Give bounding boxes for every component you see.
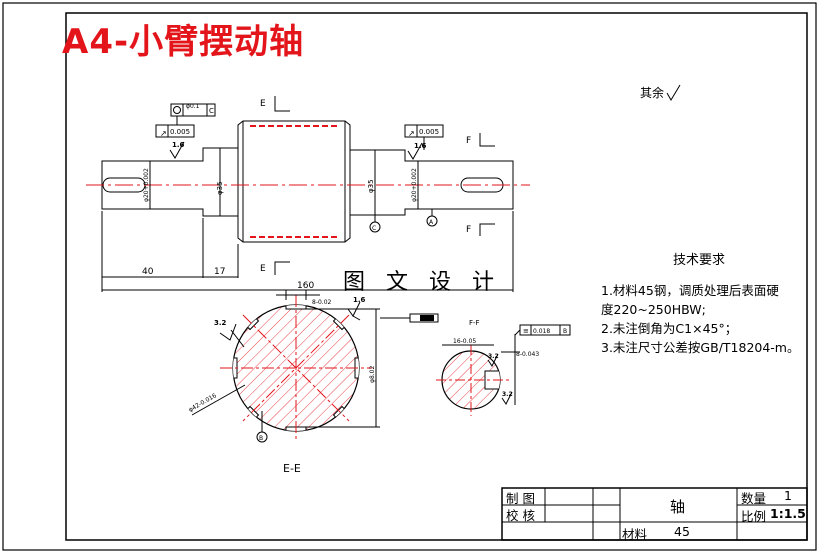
- section-mark: [274, 261, 290, 275]
- material-value: 45: [674, 524, 690, 539]
- title-block: [501, 487, 808, 541]
- ff-width-dim: 16-0.05: [453, 338, 476, 345]
- section-ff: F-F 16-0.05 8-0.043 0.018 B ≡ 3.2 3.2: [436, 319, 571, 416]
- roughness-ff2: 3.2: [502, 391, 513, 398]
- dim-17: 17: [214, 267, 225, 277]
- ee-key-dim: 8-0.02: [312, 299, 332, 306]
- dim-160: 160: [297, 281, 314, 291]
- ff-label: F-F: [469, 319, 480, 327]
- section-f-bottom: F: [466, 225, 471, 235]
- watermark: 图 文 设 计: [343, 270, 501, 295]
- main-view-texts: 40 17 160 φ0.1 C 0.005 0.005 ↗ ↗ 1.6 1.6…: [142, 99, 471, 291]
- drawn-by-label: 制 图: [506, 491, 535, 506]
- tech-requirements-heading: 技术要求: [673, 253, 726, 268]
- dia-mid: φ35: [367, 179, 375, 193]
- datum-a-circle: [426, 215, 438, 227]
- roughness-symbol: [219, 323, 237, 341]
- roughness-sec2: 1.6: [353, 296, 366, 304]
- ff-keyway: [484, 370, 500, 390]
- symmetry-value: 0.018: [533, 328, 550, 335]
- runout-left-value: 0.005: [170, 128, 190, 136]
- runout-right-symbol: ↗: [408, 129, 415, 138]
- position-frame: [170, 103, 216, 117]
- runout-right-value: 0.005: [419, 128, 439, 136]
- tech-requirement-2: 2.未注倒角为C1×45°；: [601, 321, 738, 336]
- dim-40: 40: [142, 267, 154, 277]
- roughness-symbol: [501, 391, 513, 405]
- section-mark: [274, 96, 290, 112]
- roughness-symbol: [487, 353, 499, 367]
- roughness-sec1: 3.2: [214, 319, 227, 327]
- datum-b-circle: [256, 431, 268, 443]
- datum-c-circle: [369, 221, 381, 233]
- symmetry-symbol: ≡: [523, 327, 529, 335]
- scale-label: 比例: [741, 509, 767, 524]
- part-name: 轴: [670, 498, 686, 516]
- material-label: 材料: [622, 527, 648, 542]
- shaft-main-view: [86, 96, 530, 292]
- dia-shoulder: φ35: [216, 181, 224, 195]
- section-f-top: F: [466, 136, 471, 146]
- section-e-top: E: [260, 99, 266, 109]
- right-keyway: [460, 177, 504, 193]
- quantity-value: 1: [784, 488, 792, 503]
- shaft-outline: [101, 120, 514, 243]
- checked-by-label: 校 核: [506, 508, 535, 523]
- scale-value: 1:1.5: [770, 506, 806, 521]
- datum-c: C: [372, 225, 376, 232]
- roughness-other-note: 其余: [640, 86, 665, 100]
- section-mark: [479, 133, 495, 147]
- position-tol-value: φ0.1: [186, 103, 200, 110]
- roughness-ff1: 3.2: [488, 353, 499, 360]
- tech-requirement-1b: 度220~250HBW;: [601, 302, 706, 317]
- tech-requirement-1: 1.材料45钢，调质处理后表面硬: [601, 283, 779, 298]
- section-ee-label: E-E: [283, 462, 301, 475]
- roughness-left: 1.6: [172, 141, 185, 149]
- roughness-symbol: [169, 141, 185, 159]
- ee-height-dim: φ8.02: [369, 366, 376, 384]
- symmetry-ref: B: [563, 328, 567, 335]
- datum-a: A: [429, 219, 434, 226]
- runout-left-symbol: ↗: [160, 129, 167, 138]
- left-keyway: [102, 177, 146, 193]
- section-mark: [479, 223, 495, 236]
- roughness-other-symbol: [666, 84, 681, 101]
- quantity-label: 数量: [741, 491, 767, 506]
- dia-left: φ20+0.002: [143, 168, 150, 202]
- position-tol-ref: C: [209, 107, 214, 115]
- runout-frame-left: [155, 124, 195, 138]
- inner-border: [65, 12, 808, 541]
- tech-requirement-3: 3.未注尺寸公差按GB/T18204-m。: [601, 340, 800, 355]
- drawing-title: A4-小臂摆动轴: [62, 22, 305, 62]
- datum-b: B: [259, 435, 263, 442]
- ff-key-dim: 8-0.043: [516, 351, 539, 358]
- roughness-right: 1.6: [414, 142, 427, 150]
- section-ee: 8-0.02 3.2 1.6 φ8.02 φ42-0.016 B: [188, 290, 439, 443]
- outer-border: [2, 2, 817, 551]
- section-e-bottom: E: [260, 264, 266, 274]
- roughness-symbol: [407, 142, 423, 160]
- dia-right: φ20+0.002: [411, 168, 418, 202]
